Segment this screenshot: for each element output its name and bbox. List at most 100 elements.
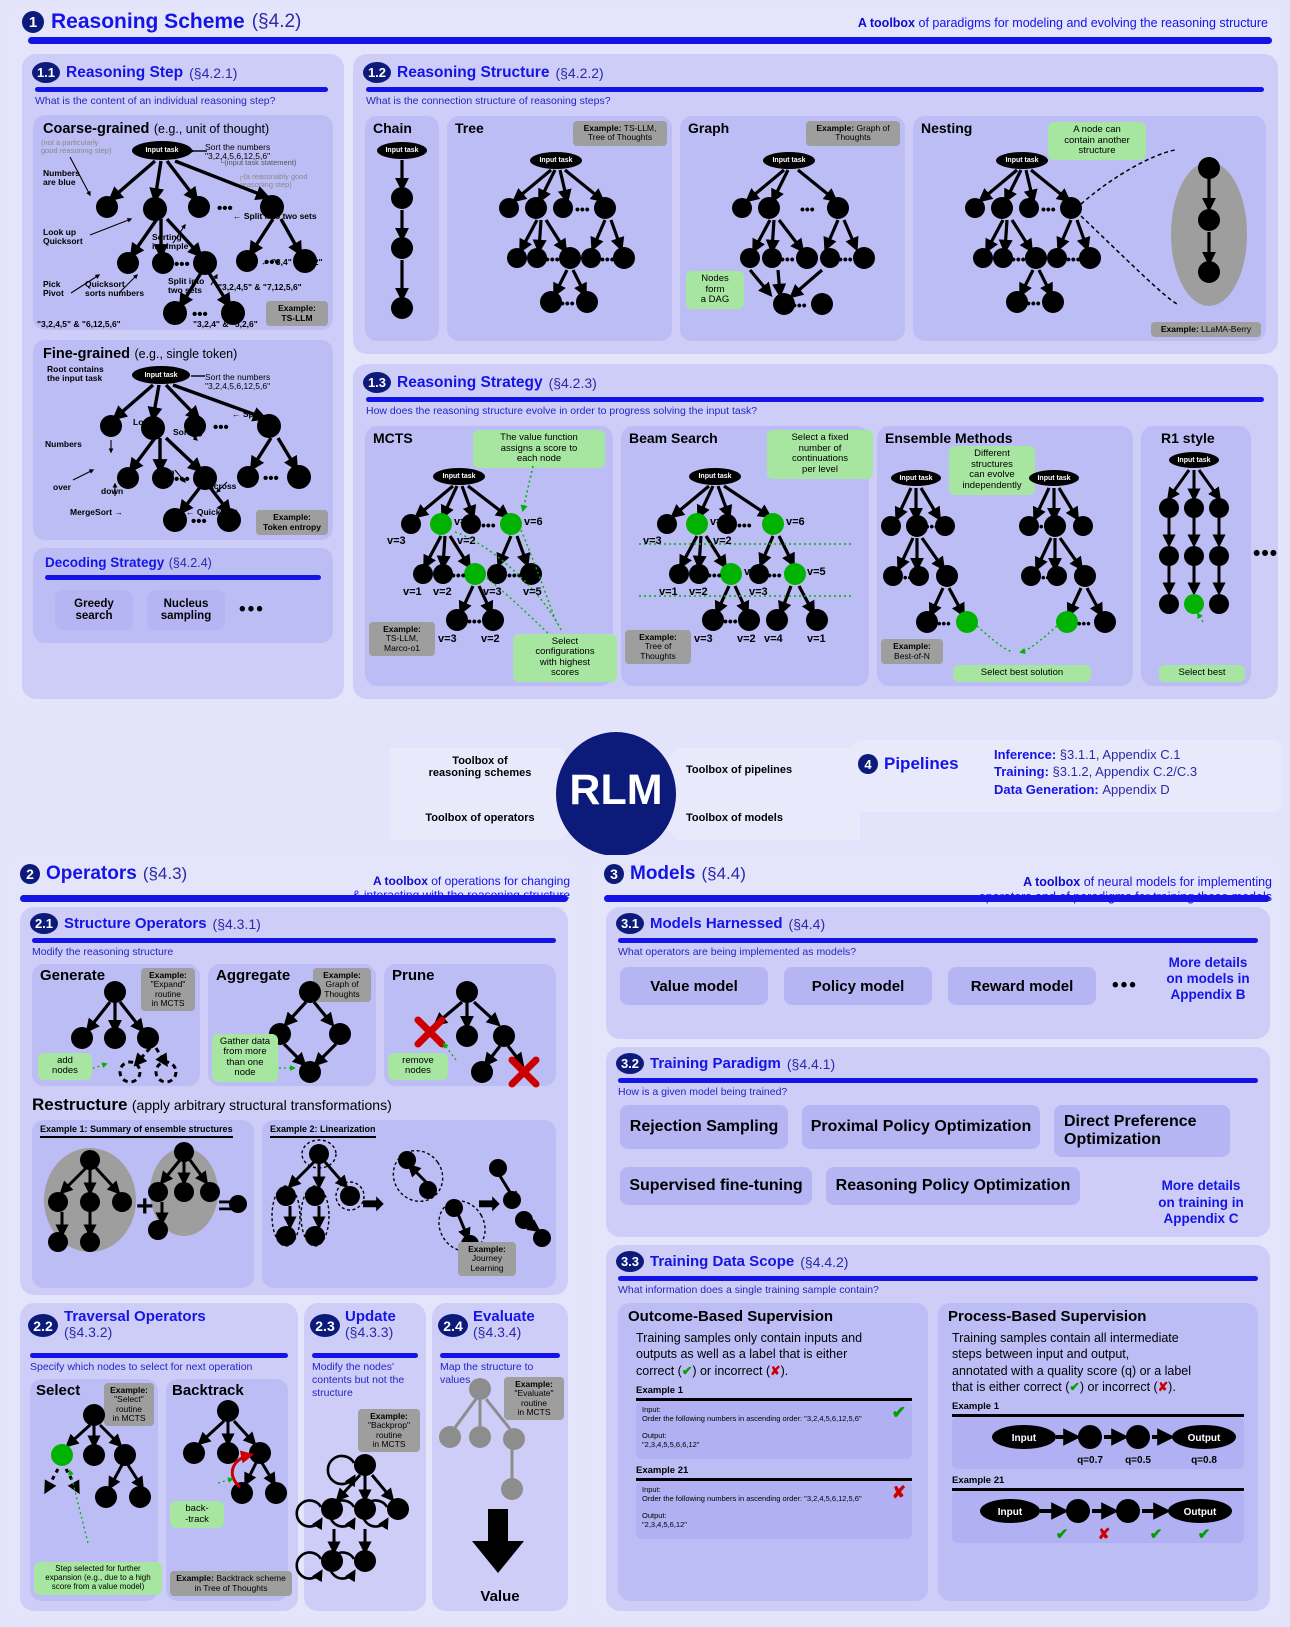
model-option-reward[interactable]: Reward model (948, 967, 1096, 1005)
scope-number-badge: 3.3 (616, 1251, 644, 1272)
strategy-section-ref: (§4.2.3) (548, 374, 597, 391)
decoding-section-ref: (§4.2.4) (168, 556, 212, 570)
mcts-value-2: v=2 (457, 535, 476, 547)
hub-right-top-label: Toolbox of pipelines (686, 764, 793, 776)
svg-text:•••: ••• (481, 517, 496, 533)
prune-card: Prune remove nodes (384, 964, 556, 1088)
reasoning-structure-panel: 1.2 Reasoning Structure (§4.2.2) What is… (353, 54, 1278, 354)
pipelines-line-datagen: Data Generation: Appendix D (994, 781, 1170, 797)
svg-text:•••: ••• (1039, 519, 1053, 534)
structure-ops-title: Structure Operators (64, 915, 207, 932)
beam-example-box: Example: Tree of Thoughts (625, 629, 691, 664)
update-divider (312, 1353, 418, 1358)
generate-title: Generate (40, 967, 106, 984)
check-icon: ✔ (681, 1363, 693, 1378)
aggregate-example-value: Graph of Thoughts (324, 979, 360, 999)
decoding-more-dots: ••• (239, 599, 265, 620)
backtrack-graphic (183, 1400, 287, 1504)
outcome-ex2-output: "2,3,4,5,6,12" (642, 1520, 687, 1530)
restructure-ex2-label: Example 2: Linearization (270, 1124, 376, 1138)
process-example2-rule (952, 1488, 1244, 1491)
step-section-ref: (§4.2.1) (189, 64, 238, 81)
structure-ops-question: Modify the reasoning structure (32, 946, 174, 958)
training-side-note: More details on training in Appendix C (1158, 1178, 1244, 1226)
update-example-value: "Backprop" routine in MCTS (368, 1420, 410, 1450)
cross-icon: ✘ (1157, 1379, 1169, 1394)
pipelines-line-training: Training: §3.1.2, Appendix C.2/C.3 (994, 764, 1198, 780)
aggregate-card: Aggregate Example: Graph of Thoughts Gat… (208, 964, 376, 1086)
hub-arrows (390, 732, 860, 856)
model-option-value[interactable]: Value model (620, 967, 768, 1005)
mcts-example-label: Example: (383, 623, 421, 634)
coarse-tree-graphic: •••••••••••• (69, 147, 317, 325)
training-option-ppo[interactable]: Proximal Policy Optimization (802, 1105, 1040, 1149)
check-icon: ✔ (1069, 1379, 1080, 1394)
svg-text:•••: ••• (792, 297, 807, 313)
page-title: Reasoning Scheme (51, 10, 245, 33)
beam-input-task-node: Input task (689, 468, 741, 485)
traversal-divider (30, 1353, 288, 1358)
r1-title: R1 style (1161, 430, 1215, 446)
svg-text:•••: ••• (1066, 251, 1081, 267)
tree-input-task-node: Input task (530, 152, 582, 169)
svg-text:•••: ••• (174, 256, 190, 273)
nesting-example-label: Example: (1160, 323, 1199, 334)
restructure-title: Restructure (32, 1095, 128, 1114)
beam-graphic: •••••••••••• (639, 484, 851, 631)
structure-question: What is the connection structure of reas… (366, 95, 611, 107)
select-graphic (44, 1404, 151, 1544)
svg-text:•••: ••• (707, 567, 722, 583)
ensemble-input-task-node-2: Input task (1029, 470, 1079, 486)
aggregate-example-label: Example: (323, 970, 361, 980)
training-option-rejection[interactable]: Rejection Sampling (620, 1105, 788, 1149)
scheme-tagline-rest: of paradigms for modeling and evolving t… (915, 16, 1268, 30)
training-option-dpo[interactable]: Direct Preference Optimization (1054, 1105, 1230, 1157)
prune-graphic (414, 981, 540, 1088)
structure-number-badge: 1.2 (363, 62, 391, 83)
training-option-rpo[interactable]: Reasoning Policy Optimization (826, 1167, 1080, 1205)
evaluate-output-label: Value (480, 1588, 520, 1605)
nesting-input-task-node: Input task (996, 152, 1048, 169)
ensemble-note-bottom: Select best solution (953, 665, 1091, 682)
outcome-ex2-input-head: Input: (642, 1485, 661, 1494)
restructure-example-value: Journey Learning (470, 1253, 504, 1273)
models-section: 3 Models (§4.4) A toolbox of neural mode… (592, 855, 1282, 1621)
evaluate-example-box: Example: "Evaluate" routine in MCTS (504, 1377, 564, 1421)
traversal-title: Traversal Operators (64, 1308, 206, 1325)
graph-title: Graph (688, 120, 730, 136)
strategy-more-dots: ••• (1253, 542, 1279, 565)
fine-root-right-label: Sort the numbers "3,2,4,5,6,12,5,6" (205, 372, 271, 392)
update-number-badge: 2.3 (310, 1314, 340, 1337)
structure-ops-number-badge: 2.1 (30, 913, 58, 934)
nesting-graphic: •••••••••••• (965, 149, 1247, 313)
traversal-operators-panel: 2.2 Traversal Operators (§4.3.2) Specify… (20, 1303, 298, 1611)
decoding-option-nucleus[interactable]: Nucleus sampling (147, 590, 225, 630)
rlm-hub: RLM Toolbox of reasoning schemes Toolbox… (390, 728, 1290, 856)
mcts-example-value: TS-LLM, Marco-o1 (384, 633, 420, 653)
training-option-sft[interactable]: Supervised fine-tuning (620, 1167, 812, 1205)
svg-text:Output: Output (1188, 1433, 1221, 1444)
coarse-example-box: Example: TS-LLM (266, 301, 328, 326)
model-option-policy[interactable]: Policy model (784, 967, 932, 1005)
process-ex1-chain: Input Output q=0.7 q=0.5 q=0.8 (992, 1425, 1236, 1466)
decoding-option-greedy[interactable]: Greedy search (55, 590, 133, 630)
outcome-ex1-check-icon: ✔ (891, 1403, 906, 1422)
fine-label-split: ← Split (232, 409, 262, 419)
evaluate-example-value: "Evaluate" routine in MCTS (514, 1388, 554, 1418)
hub-left-bottom-label: Toolbox of operators (425, 812, 535, 824)
backtrack-card: Backtrack back- -track Example: Backtrac… (166, 1379, 292, 1601)
decoding-strategy-panel: Decoding Strategy (§4.2.4) Greedy search… (33, 548, 333, 643)
operators-tagline-bold: A toolbox (373, 873, 428, 888)
mcts-value-9: v=3 (438, 633, 457, 645)
outcome-example1-label: Example 1 (636, 1385, 683, 1396)
structure-divider (366, 87, 1264, 92)
svg-text:•••: ••• (1041, 570, 1055, 585)
cross-icon: ✘ (770, 1363, 781, 1378)
select-example-label: Example: (110, 1385, 148, 1395)
svg-text:•••: ••• (723, 613, 738, 629)
outcome-title: Outcome-Based Supervision (628, 1308, 834, 1325)
svg-text:•••: ••• (767, 567, 782, 583)
outcome-ex2-cross-icon: ✘ (891, 1483, 906, 1502)
nesting-title: Nesting (921, 120, 973, 136)
mcts-example-box: Example: TS-LLM, Marco-o1 (369, 621, 435, 656)
